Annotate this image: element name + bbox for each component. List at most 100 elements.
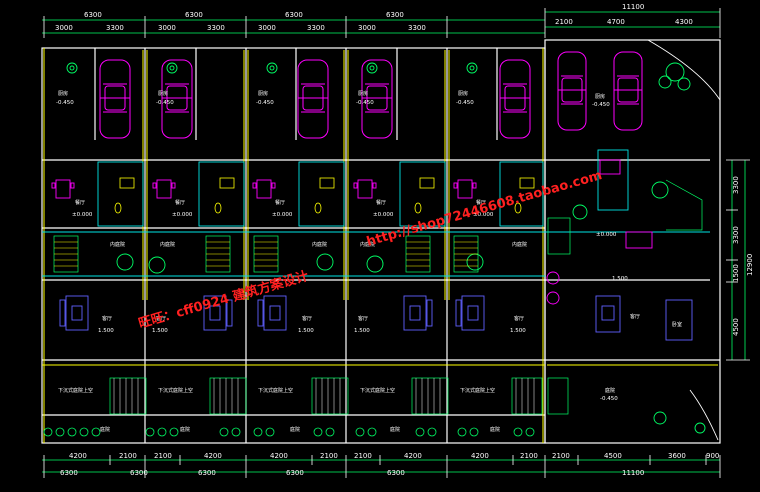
garden-labels: 庭院 庭院 庭院 庭院 庭院 庭院 -0.450 xyxy=(100,387,618,433)
top-dim-sub: 3300 xyxy=(106,24,124,32)
bottom-dim-sub: 4200 xyxy=(69,452,87,460)
bottom-dim-sub: 2100 xyxy=(552,452,570,460)
top-dim-total-4: 6300 xyxy=(386,11,404,19)
room-label: 厨房 xyxy=(158,90,168,97)
room-label: 内庭院 xyxy=(160,241,175,248)
car-2 xyxy=(161,59,193,139)
right-dim-sub: 4500 xyxy=(732,318,740,336)
sunken-court-labels: 下沉式庭院上空 下沉式庭院上空 下沉式庭院上空 下沉式庭院上空 下沉式庭院上空 xyxy=(58,387,495,394)
bottom-dim-sub: 3600 xyxy=(668,452,686,460)
level-label: -0.450 xyxy=(156,100,174,106)
room-label: 客厅 xyxy=(302,315,312,322)
level-label: ±0.000 xyxy=(272,212,293,218)
top-dim-sub: 3300 xyxy=(307,24,325,32)
dining-furniture xyxy=(51,159,653,305)
garage-cars xyxy=(99,51,643,139)
level-label: 1.500 xyxy=(354,328,370,334)
level-label: 1.500 xyxy=(612,276,628,282)
top-dim-sub: 4700 xyxy=(607,18,625,26)
level-label: -0.450 xyxy=(56,100,74,106)
outer-walls xyxy=(41,39,721,444)
living-furniture xyxy=(59,295,693,341)
room-label: 餐厅 xyxy=(175,199,185,206)
bottom-dim-sub: 2100 xyxy=(119,452,137,460)
room-label: 庭院 xyxy=(180,426,190,433)
bottom-dim-total: 6300 xyxy=(286,469,304,477)
room-label: 庭院 xyxy=(490,426,500,433)
bottom-dim-total: 6300 xyxy=(387,469,405,477)
car-6 xyxy=(557,51,587,131)
room-label: 餐厅 xyxy=(75,199,85,206)
level-label: 1.500 xyxy=(298,328,314,334)
top-dim-sub: 3300 xyxy=(207,24,225,32)
bottom-dim-total: 6300 xyxy=(130,469,148,477)
stair-treads xyxy=(54,241,478,267)
room-label: 卧室 xyxy=(672,321,682,328)
bottom-dim-sub: 2100 xyxy=(354,452,372,460)
room-label: 庭院 xyxy=(100,426,110,433)
living-labels: 客厅 1.500 客厅 1.500 客厅 1.500 客厅 1.500 客厅 1… xyxy=(98,276,682,334)
level-label: -0.450 xyxy=(592,102,610,108)
top-dim-sub: 3000 xyxy=(258,24,276,32)
level-label: ±0.000 xyxy=(172,212,193,218)
right-dim-ticks xyxy=(726,159,750,361)
level-label: -0.450 xyxy=(456,100,474,106)
bottom-dim-sub: 4200 xyxy=(404,452,422,460)
bottom-dim-sub: 2100 xyxy=(320,452,338,460)
room-label: 厨房 xyxy=(358,90,368,97)
dining-labels: 餐厅 ±0.000 餐厅 ±0.000 餐厅 ±0.000 餐厅 ±0.000 … xyxy=(72,199,617,238)
top-dim-sub: 4300 xyxy=(675,18,693,26)
car-3 xyxy=(297,59,329,139)
bottom-dim-sub: 900 xyxy=(706,452,719,460)
room-label: 内庭院 xyxy=(110,241,125,248)
room-label: 餐厅 xyxy=(376,199,386,206)
bottom-dim-sub: 4200 xyxy=(204,452,222,460)
garden-hedges xyxy=(43,427,535,437)
bath-fixtures xyxy=(114,177,535,214)
room-label: 客厅 xyxy=(514,315,524,322)
right-dim-total: 12900 xyxy=(746,254,754,276)
top-dim-total-1: 6300 xyxy=(84,11,102,19)
car-4 xyxy=(361,59,393,139)
lower-stairs xyxy=(109,377,569,415)
top-dim-total-3: 6300 xyxy=(285,11,303,19)
level-label: 1.500 xyxy=(98,328,114,334)
room-label: 庭院 xyxy=(290,426,300,433)
bottom-dim-total: 6300 xyxy=(198,469,216,477)
bottom-dim-sub: 2100 xyxy=(154,452,172,460)
room-label: 内庭院 xyxy=(360,241,375,248)
room-label: 下沉式庭院上空 xyxy=(460,387,495,394)
room-label: 下沉式庭院上空 xyxy=(258,387,293,394)
room-label: 下沉式庭院上空 xyxy=(360,387,395,394)
bottom-dim-total: 6300 xyxy=(60,469,78,477)
level-label: -0.450 xyxy=(256,100,274,106)
room-label: 餐厅 xyxy=(275,199,285,206)
car-5 xyxy=(499,59,531,139)
right-dim-sub: 3300 xyxy=(732,226,740,244)
top-dim-sub: 3000 xyxy=(55,24,73,32)
car-7 xyxy=(613,51,643,131)
room-label: 内庭院 xyxy=(312,241,327,248)
bottom-dim-sub: 4200 xyxy=(471,452,489,460)
top-dim-total-2: 6300 xyxy=(185,11,203,19)
level-label: ±0.000 xyxy=(473,212,494,218)
room-label: 下沉式庭院上空 xyxy=(58,387,93,394)
top-dim-ticks xyxy=(43,8,721,38)
level-label: ±0.000 xyxy=(596,232,617,238)
level-label: ±0.000 xyxy=(373,212,394,218)
unit-walls xyxy=(94,48,498,443)
top-dim-sub: 2100 xyxy=(555,18,573,26)
bottom-dim-sub: 4500 xyxy=(604,452,622,460)
bottom-dim-sub: 4200 xyxy=(270,452,288,460)
room-label: 厨房 xyxy=(58,90,68,97)
room-label: 客厅 xyxy=(630,313,640,320)
top-dim-total-5: 11100 xyxy=(622,3,644,11)
right-dim-sub: 1500 xyxy=(732,264,740,282)
courtyard-labels: 内庭院 内庭院 内庭院 内庭院 内庭院 xyxy=(110,241,527,248)
car-1 xyxy=(99,59,131,139)
room-label: 厨房 xyxy=(458,90,468,97)
level-label: -0.450 xyxy=(356,100,374,106)
bottom-dimension-lines xyxy=(42,459,720,473)
bottom-dim-sub: 2100 xyxy=(520,452,538,460)
room-label: 下沉式庭院上空 xyxy=(158,387,193,394)
